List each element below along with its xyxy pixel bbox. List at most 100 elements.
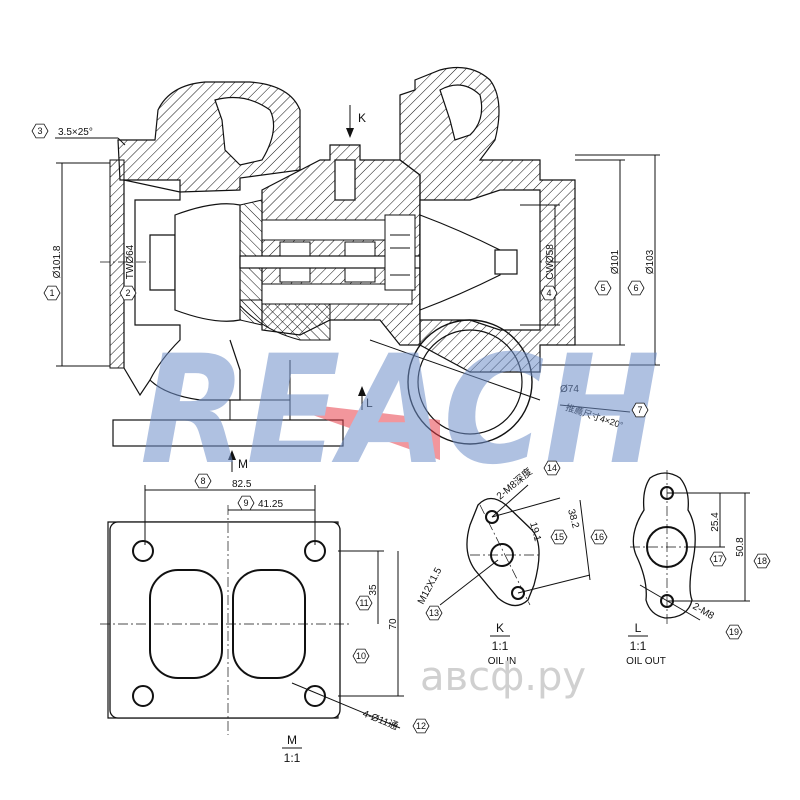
svg-text:Ø101: Ø101 <box>610 249 621 274</box>
svg-text:M12X1.5: M12X1.5 <box>416 566 445 607</box>
svg-text:K: K <box>358 111 366 125</box>
callout-bubble-6: 6 <box>627 280 645 296</box>
callout-bubble-13: 13 <box>425 605 443 621</box>
svg-text:19.1: 19.1 <box>527 521 543 543</box>
svg-text:Ø101.8: Ø101.8 <box>52 245 63 278</box>
svg-text:1:1: 1:1 <box>630 639 647 653</box>
svg-text:38.2: 38.2 <box>565 508 581 530</box>
svg-text:41.25: 41.25 <box>258 499 283 510</box>
svg-text:4-Ø11通: 4-Ø11通 <box>361 708 400 733</box>
chamfer-callout: 3.5×25° <box>55 127 126 146</box>
svg-text:Ø74: Ø74 <box>560 384 579 395</box>
callout-bubble-17: 17 <box>709 551 727 567</box>
dim-d1018: Ø101.8 <box>52 162 110 367</box>
section-view: K L M 3.5×25° Ø101.8 TWØ64 <box>52 67 660 472</box>
callout-number: 9 <box>243 498 248 508</box>
bolt-hole <box>304 685 326 707</box>
svg-text:50.8: 50.8 <box>735 537 746 557</box>
brand-watermark: авсф.ру <box>420 654 586 700</box>
callout-number: 7 <box>637 405 642 415</box>
oil-inlet-port <box>334 159 356 201</box>
svg-text:L: L <box>635 621 642 635</box>
svg-text:Ø103: Ø103 <box>645 249 656 274</box>
callout-number: 16 <box>594 532 604 542</box>
svg-text:1:1: 1:1 <box>492 639 509 653</box>
turbine-wheel <box>174 203 241 322</box>
svg-text:авсф.ру: авсф.ру <box>420 654 586 700</box>
oil-outlet-ring <box>407 319 533 445</box>
callout-number: 17 <box>713 554 723 564</box>
oil-in-flange <box>466 497 540 607</box>
callout-bubble-18: 18 <box>753 553 771 569</box>
callout-bubble-8: 8 <box>194 473 212 489</box>
callout-bubble-16: 16 <box>590 529 608 545</box>
watermark-accent <box>270 400 440 460</box>
callout-bubble-9: 9 <box>237 495 255 511</box>
callout-number: 3 <box>37 126 42 136</box>
callout-number: 6 <box>633 283 638 293</box>
callout-number: 4 <box>546 288 551 298</box>
view-arrow-k: K <box>346 105 366 138</box>
svg-text:3.5×25°: 3.5×25° <box>58 127 93 138</box>
svg-text:TWØ64: TWØ64 <box>125 244 136 279</box>
turbine-flange-base <box>112 419 344 447</box>
svg-text:OIL OUT: OIL OUT <box>626 656 666 667</box>
compressor-wheel <box>419 214 501 311</box>
view-l: 25.4 50.8 2-M8 L 1:1 OIL OUT <box>626 470 750 667</box>
callout-bubble-2: 2 <box>119 285 137 301</box>
svg-text:K: K <box>496 621 504 635</box>
callout-bubble-14: 14 <box>543 460 561 476</box>
callout-number: 18 <box>757 556 767 566</box>
callout-number: 10 <box>356 651 366 661</box>
svg-text:1:1: 1:1 <box>284 751 301 765</box>
callout-number: 11 <box>359 598 368 608</box>
callout-bubble-15: 15 <box>550 529 568 545</box>
svg-text:70: 70 <box>388 618 399 630</box>
callout-number: 15 <box>554 532 564 542</box>
turbine-nut <box>149 234 176 291</box>
callout-bubble-3: 3 <box>31 123 49 139</box>
callout-bubble-1: 1 <box>43 285 61 301</box>
watermark: REACH <box>140 324 660 498</box>
watermark-text: REACH <box>140 324 660 498</box>
dim-tw64: TWØ64 <box>125 200 136 325</box>
callout-bubble-5: 5 <box>594 280 612 296</box>
flange-m-view: 82.5 41.25 35 70 4-Ø11通 M 1:1 <box>100 479 404 765</box>
svg-text:35: 35 <box>368 584 379 596</box>
turbine-volute-passage <box>214 97 275 166</box>
callout-bubble-10: 10 <box>352 648 370 664</box>
callout-bubble-12: 12 <box>412 718 430 734</box>
callout-number: 12 <box>416 721 426 731</box>
svg-text:82.5: 82.5 <box>232 479 252 490</box>
compressor-volute-passage <box>439 84 483 141</box>
callout-number: 5 <box>600 283 605 293</box>
svg-text:L: L <box>366 396 373 410</box>
svg-text:25.4: 25.4 <box>710 512 721 532</box>
svg-text:M: M <box>238 457 248 471</box>
oil-out-flange <box>632 472 696 619</box>
callout-number: 2 <box>125 288 130 298</box>
callout-bubble-4: 4 <box>540 285 558 301</box>
dim-cw58: CWØ58 <box>520 204 560 326</box>
callout-bubble-19: 19 <box>725 624 743 640</box>
dim-d74: Ø74 <box>560 384 579 395</box>
callout-bubble-7: 7 <box>631 402 649 418</box>
turbine-housing <box>117 81 301 193</box>
callout-number: 13 <box>429 608 439 618</box>
dim-d103: Ø103 <box>540 154 660 366</box>
svg-text:M: M <box>287 733 297 747</box>
svg-text:CWØ58: CWØ58 <box>545 244 556 280</box>
thrust-assembly <box>384 214 416 291</box>
callout-number: 14 <box>547 463 557 473</box>
bolt-hole <box>132 685 154 707</box>
svg-text:OIL IN: OIL IN <box>488 656 517 667</box>
svg-text:2-M8: 2-M8 <box>691 601 717 622</box>
bolt-hole <box>132 540 154 562</box>
view-arrow-m: M <box>228 450 248 472</box>
compressor-nut <box>494 249 518 275</box>
callout-bubble-11: 11 <box>355 595 373 611</box>
callout-number: 1 <box>49 288 54 298</box>
